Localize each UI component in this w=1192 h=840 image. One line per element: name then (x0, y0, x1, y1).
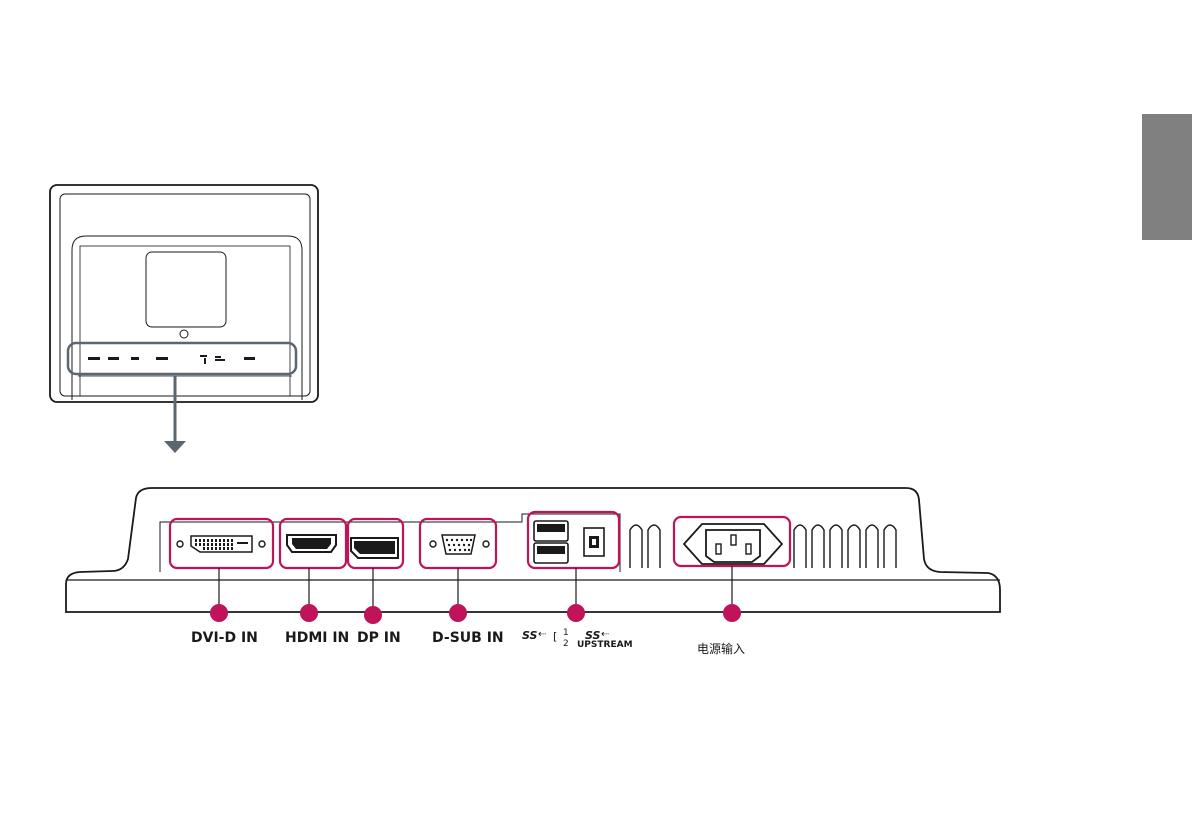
dp-marker (364, 606, 382, 624)
usb-icon-2: ⇠ (601, 629, 609, 640)
hdmi-label: HDMI IN (285, 630, 349, 646)
monitor-back-overview (50, 185, 318, 402)
dsub-marker (449, 604, 467, 622)
hdmi-port (287, 535, 336, 552)
bracket-icon: [ (553, 630, 557, 643)
dsub-label: D-SUB IN (432, 630, 504, 646)
power-marker (723, 604, 741, 622)
usb-upstream-label: UPSTREAM (577, 640, 633, 650)
dvi-marker (210, 604, 228, 622)
zoom-arrow-icon (164, 376, 186, 453)
power-port (684, 524, 782, 564)
dvi-label: DVI-D IN (191, 630, 258, 646)
usb-icon-1: ⇠ (538, 629, 546, 640)
dp-label: DP IN (357, 630, 401, 646)
usb-downstream-1: 1 (563, 628, 569, 638)
usb-downstream-2: 2 (563, 639, 569, 649)
usb-ss-mark-1: SS (522, 629, 537, 642)
dp-port (351, 538, 398, 558)
usb-label: SS ⇠ [ 1 2 SS ⇠ UPSTREAM (522, 628, 632, 654)
power-label: 电源输入 (697, 640, 745, 657)
usb-marker (567, 604, 585, 622)
hdmi-marker (300, 604, 318, 622)
